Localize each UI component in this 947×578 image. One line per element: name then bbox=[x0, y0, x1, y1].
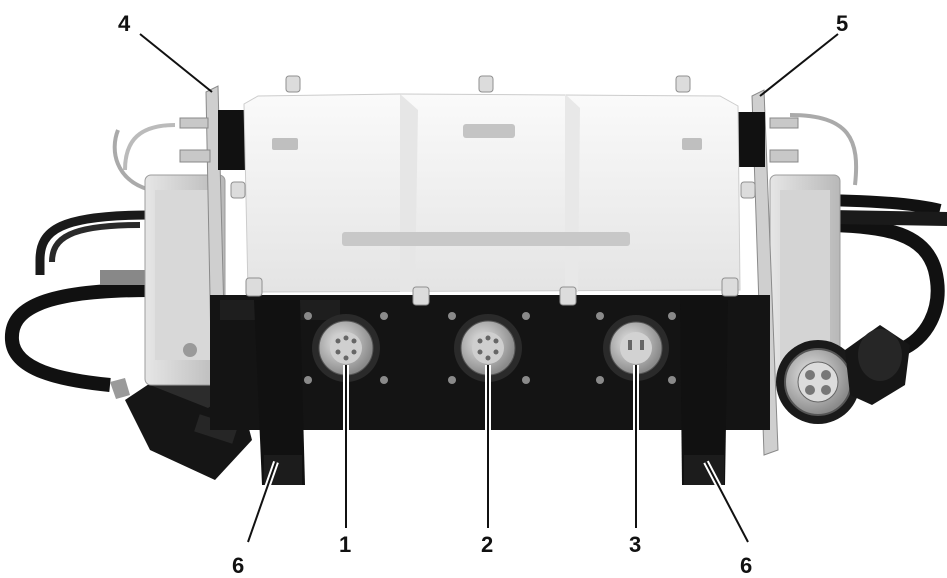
callout-3: 3 bbox=[629, 532, 641, 557]
callout-2: 2 bbox=[481, 532, 493, 557]
left-bracket-housing bbox=[144, 174, 226, 386]
callout-1: 1 bbox=[339, 532, 351, 557]
callout-6-left: 6 bbox=[232, 553, 244, 578]
leader-line-6-right bbox=[705, 461, 749, 543]
right-round-connector bbox=[776, 325, 910, 424]
leader-line-6-left bbox=[247, 461, 277, 543]
connector-3 bbox=[596, 312, 676, 384]
connector-2 bbox=[448, 312, 530, 384]
right-mounting-plate bbox=[735, 89, 799, 456]
leader-lines bbox=[139, 33, 839, 544]
cover-bolts bbox=[230, 75, 756, 306]
callout-5: 5 bbox=[836, 11, 848, 36]
left-cable-assembly bbox=[4, 123, 176, 392]
top-cover bbox=[243, 93, 741, 293]
leader-line-4 bbox=[139, 33, 213, 93]
callout-6-right: 6 bbox=[740, 553, 752, 578]
callout-4: 4 bbox=[118, 11, 131, 36]
leader-line-5 bbox=[759, 33, 839, 97]
right-bracket-housing bbox=[769, 174, 841, 386]
connector-1 bbox=[304, 312, 388, 384]
